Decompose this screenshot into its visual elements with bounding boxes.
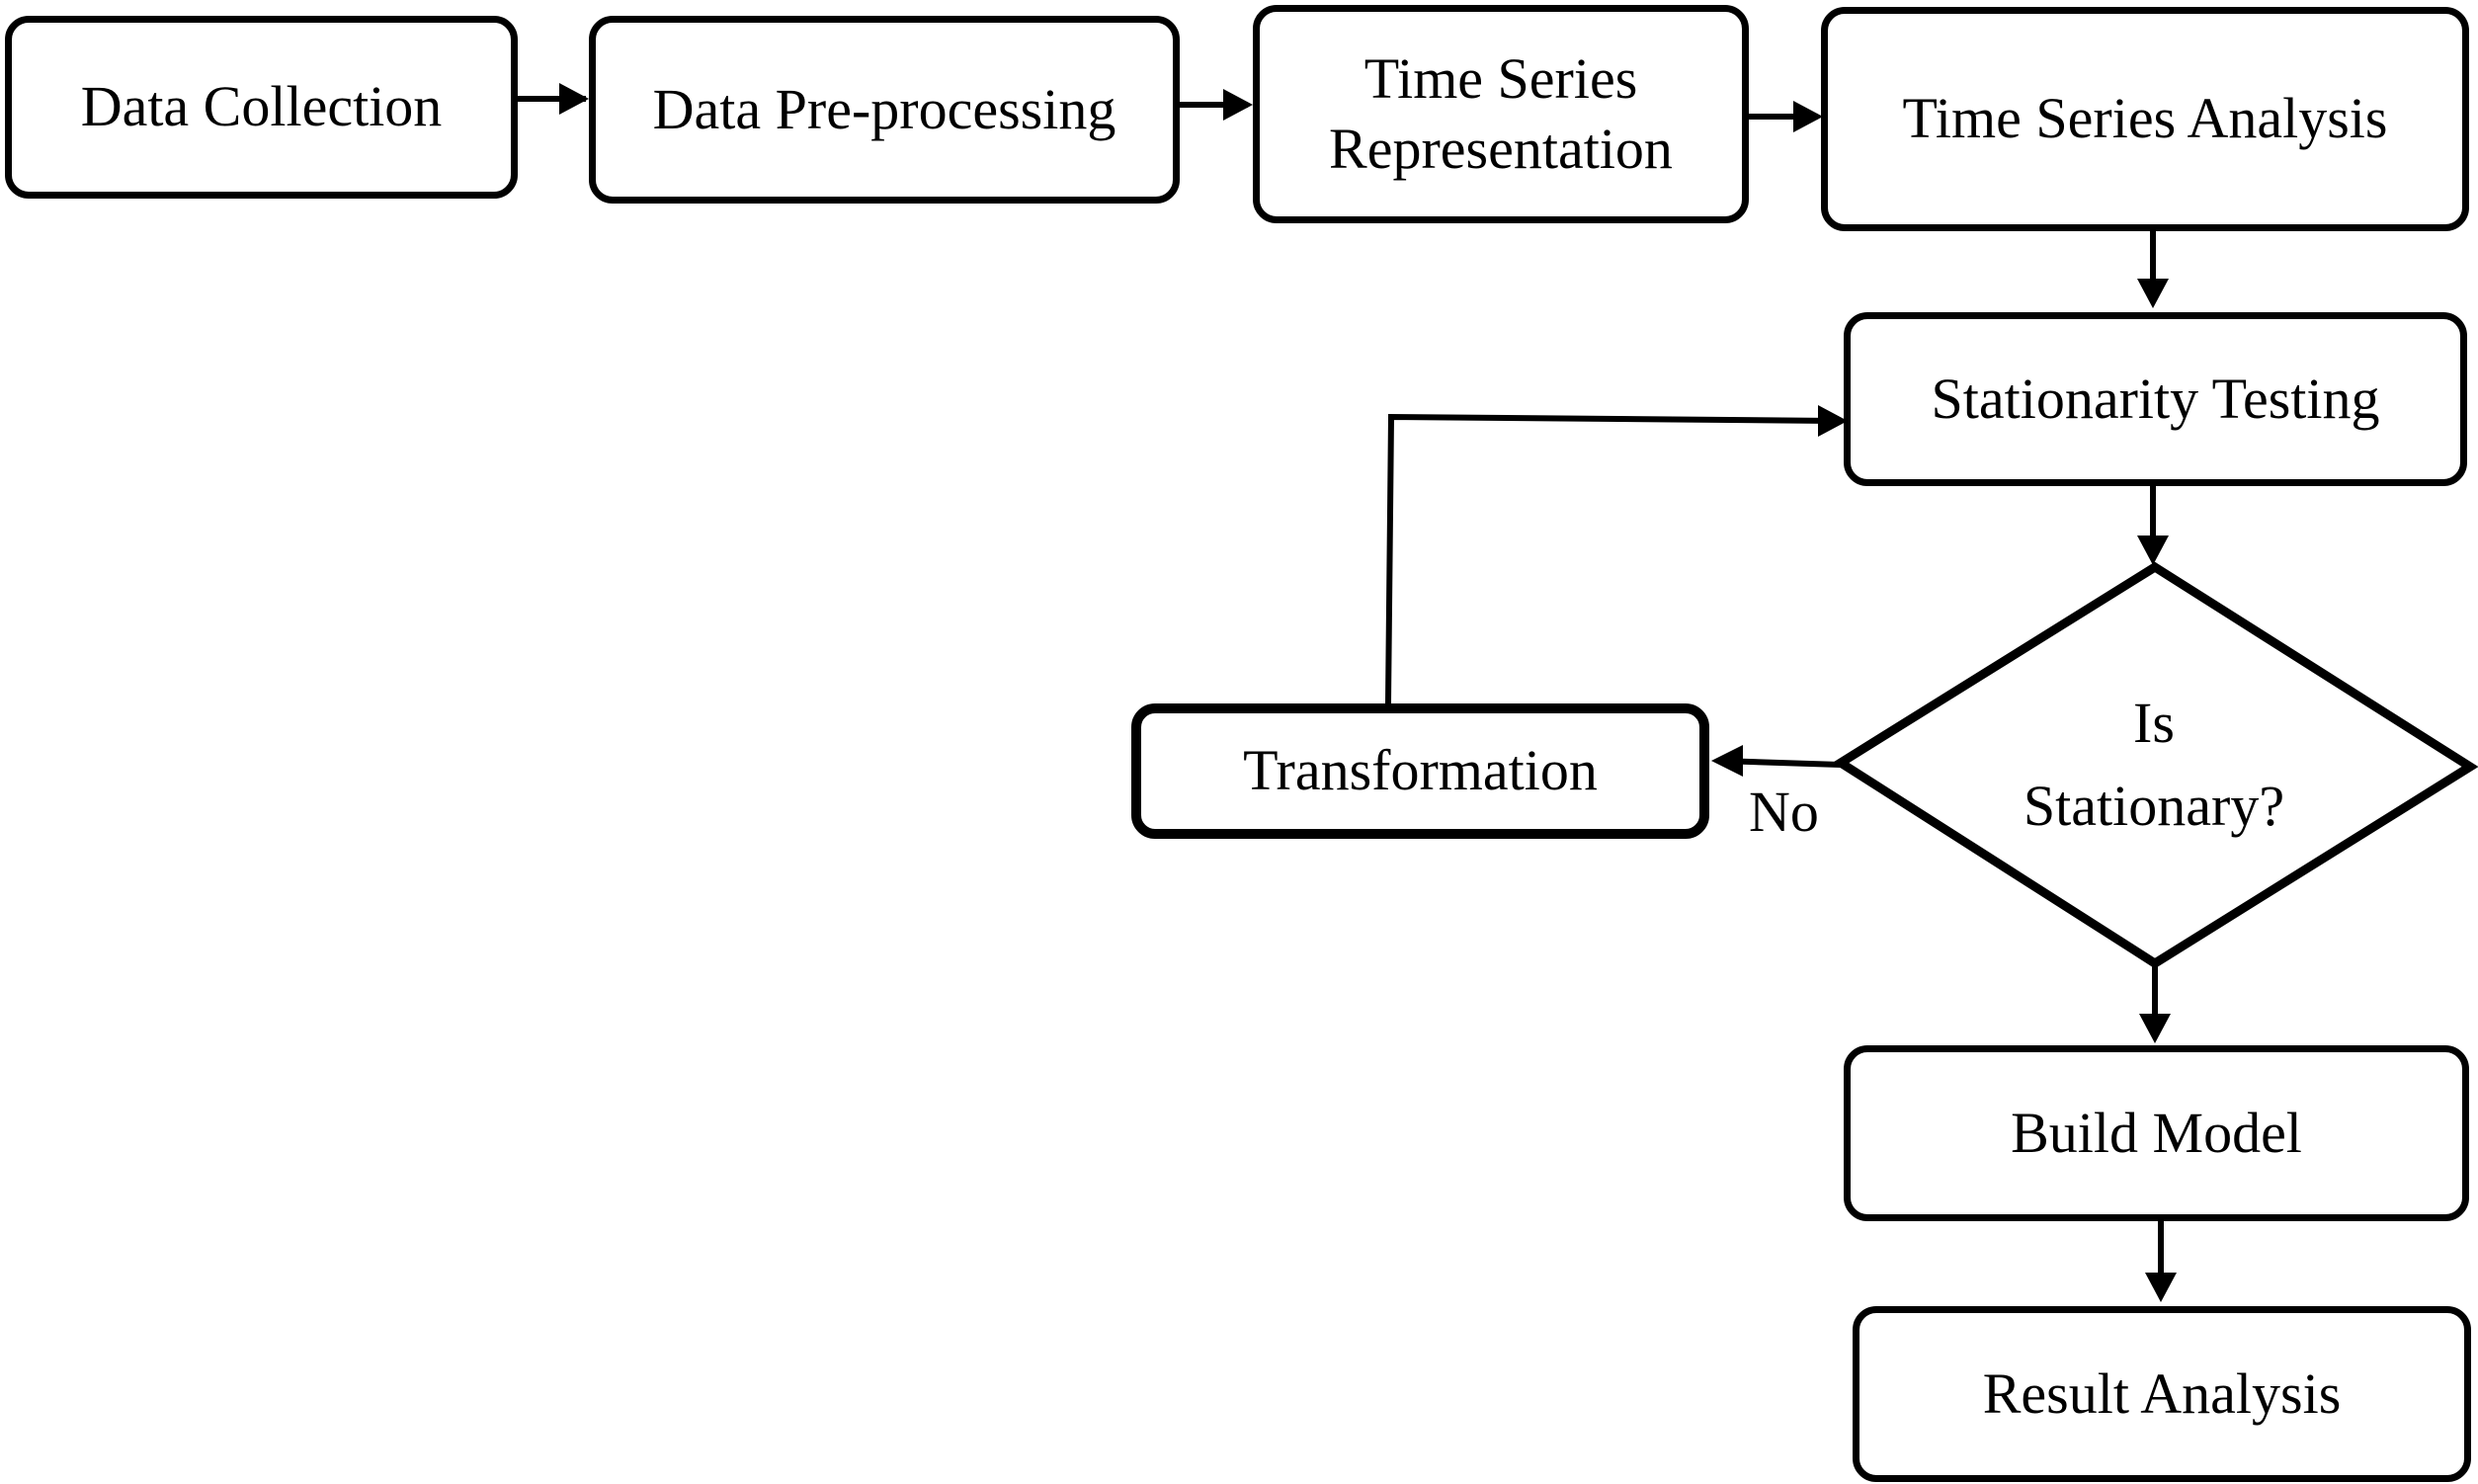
node-label: Time Series Analysis	[1902, 86, 2388, 151]
node-label: Stationarity Testing	[1931, 366, 2380, 431]
node-label-line-1: Time Series	[1363, 45, 1638, 111]
node-label-line-2: Representation	[1329, 116, 1673, 181]
node-label: Data Pre-processing	[652, 76, 1116, 141]
arrowhead-icon	[2137, 536, 2169, 565]
node-stationarity-testing: Stationarity Testing	[1844, 312, 2467, 486]
node-result-analysis: Result Analysis	[1853, 1306, 2471, 1482]
node-build-model: Build Model	[1844, 1045, 2469, 1221]
arrowhead-icon	[1793, 101, 1823, 132]
edge-label-no: No	[1749, 780, 1819, 844]
decision-label-line-1: Is	[2133, 691, 2175, 755]
arrowhead-icon	[2139, 1014, 2171, 1043]
node-label: Result Analysis	[1982, 1360, 2342, 1426]
decision-label-line-2: Stationary?	[2023, 774, 2285, 838]
node-label: Build Model	[2011, 1100, 2302, 1165]
arrowhead-icon	[559, 83, 589, 115]
node-time-series-representation: Time Series Representation	[1253, 5, 1749, 223]
arrow-transformation-to-stationarity	[1385, 413, 1837, 704]
arrowhead-icon	[2137, 279, 2169, 308]
decision-label: Is Stationary?	[1956, 682, 2352, 848]
arrowhead-icon	[2145, 1273, 2177, 1302]
node-label: Transformation	[1243, 738, 1598, 803]
node-label: Data Collection	[80, 74, 443, 139]
node-data-preprocessing: Data Pre-processing	[589, 16, 1180, 204]
node-data-collection: Data Collection	[5, 16, 518, 199]
node-time-series-analysis: Time Series Analysis	[1821, 7, 2469, 231]
node-transformation: Transformation	[1131, 703, 1709, 839]
arrowhead-icon	[1818, 405, 1848, 437]
arrowhead-icon	[1711, 745, 1743, 777]
arrowhead-icon	[1223, 89, 1253, 121]
